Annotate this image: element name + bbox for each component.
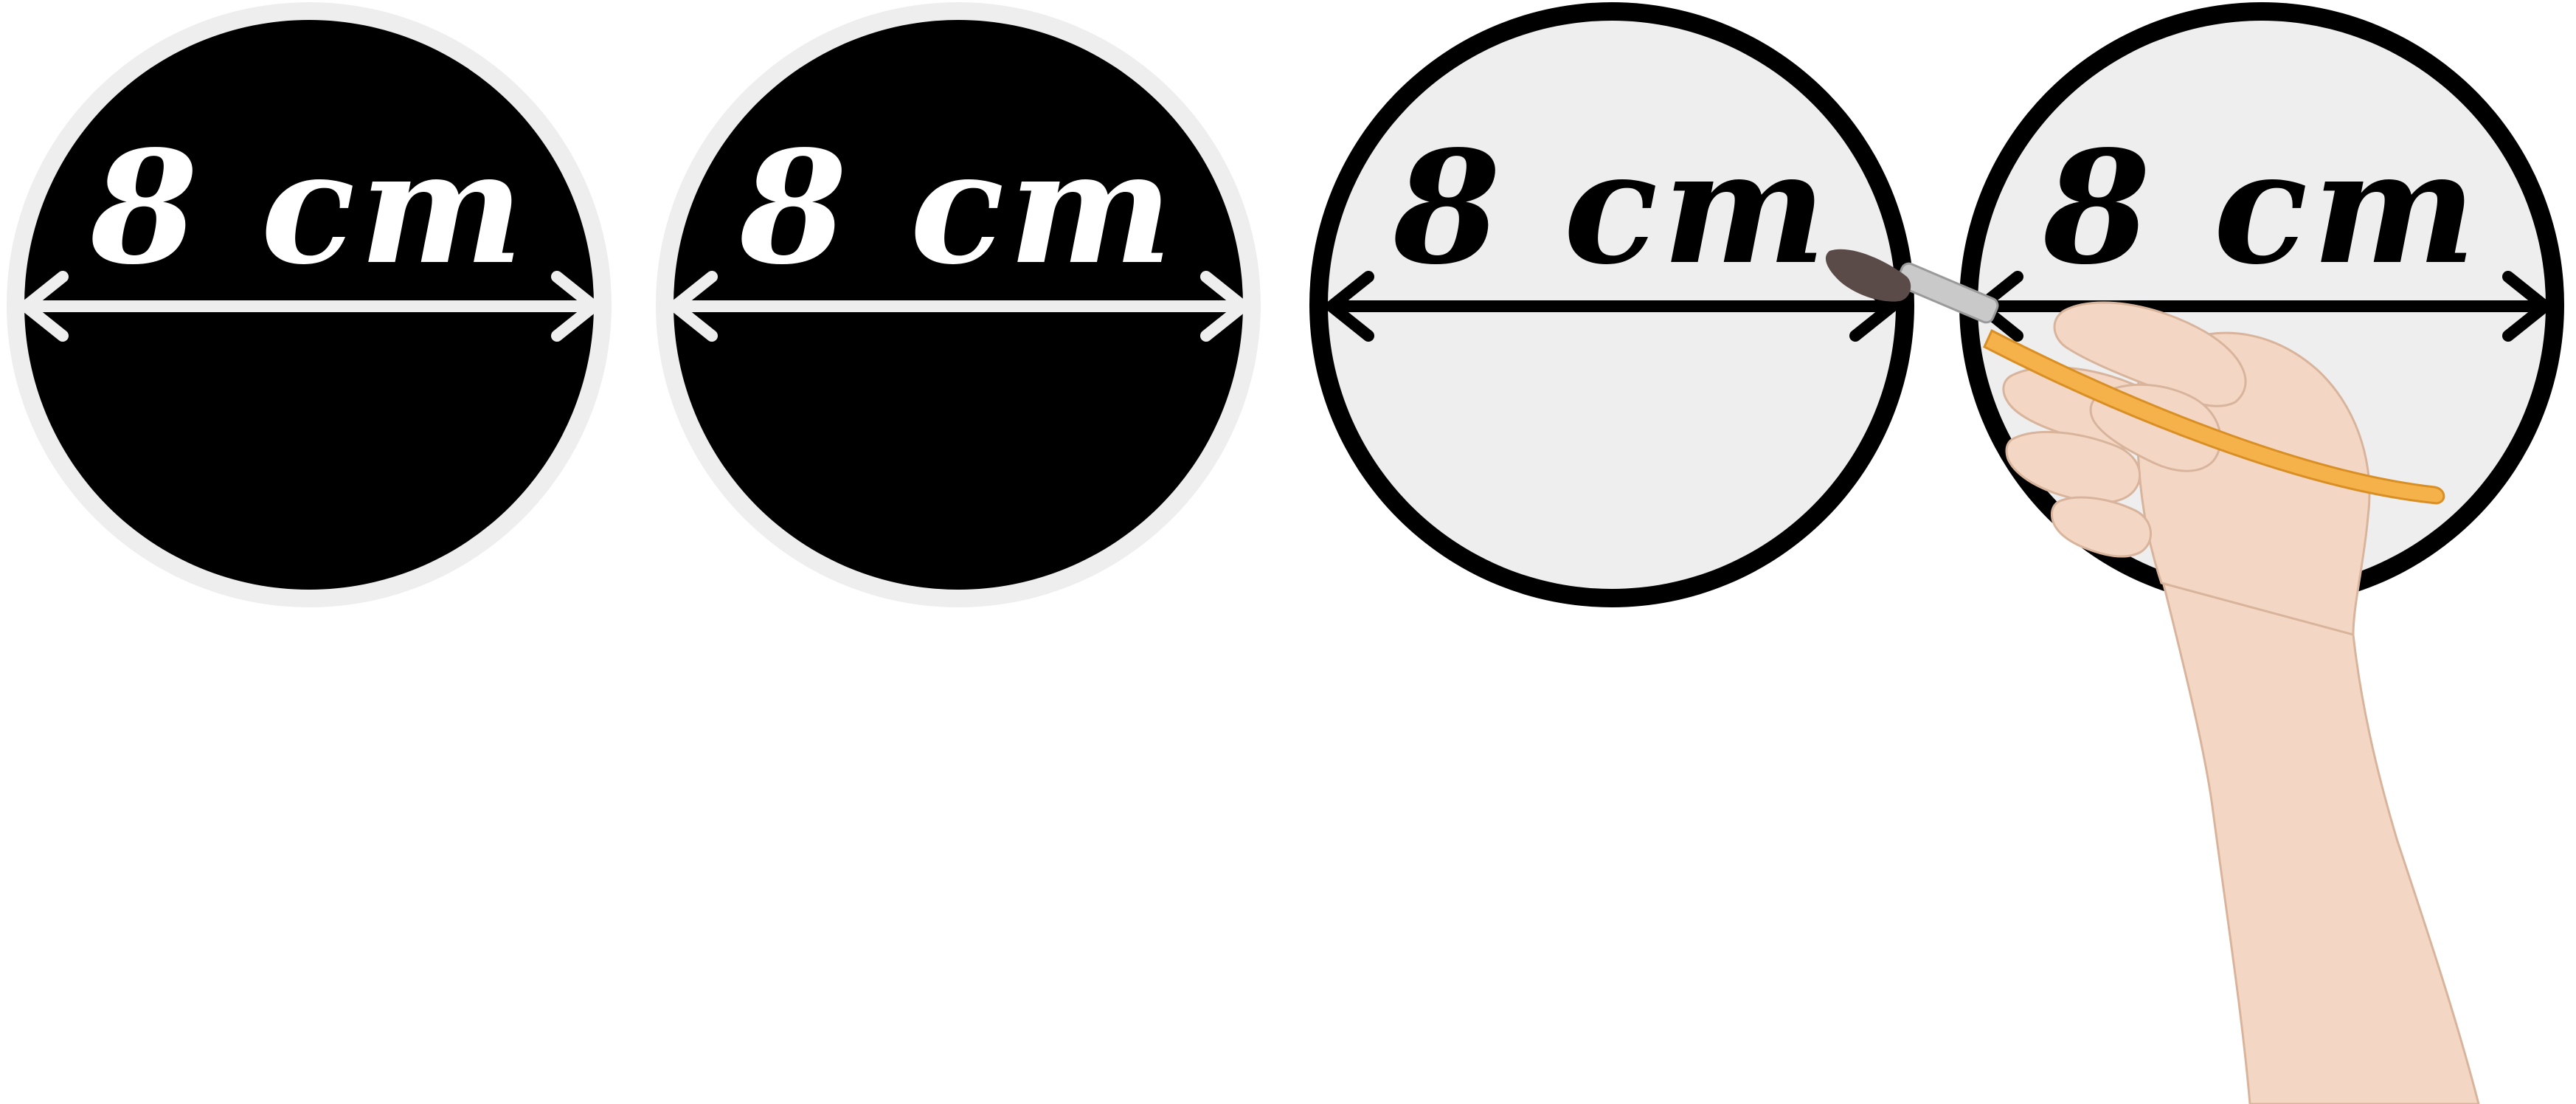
diameter-circle-1: 8 cm	[7, 2, 612, 607]
forearm	[2159, 573, 2480, 1104]
diameter-circle-3: 8 cm	[1309, 2, 1914, 607]
index-finger	[2053, 301, 2247, 407]
diameter-circle-2: 8 cm	[656, 2, 1261, 607]
circle-2-label: 8 cm	[738, 117, 1177, 299]
paintbrush-bristles	[1825, 249, 1911, 302]
circle-4-label: 8 cm	[2042, 117, 2480, 299]
circle-1-label: 8 cm	[89, 117, 527, 299]
hand-with-paintbrush-illustration	[1825, 249, 2480, 1104]
circle-3-label: 8 cm	[1392, 117, 1830, 299]
circle-2-diameter-arrow	[669, 271, 1249, 342]
circle-1-diameter-arrow	[20, 271, 600, 342]
paintbrush-handle	[1983, 328, 2445, 505]
pinky-finger	[2050, 496, 2152, 558]
